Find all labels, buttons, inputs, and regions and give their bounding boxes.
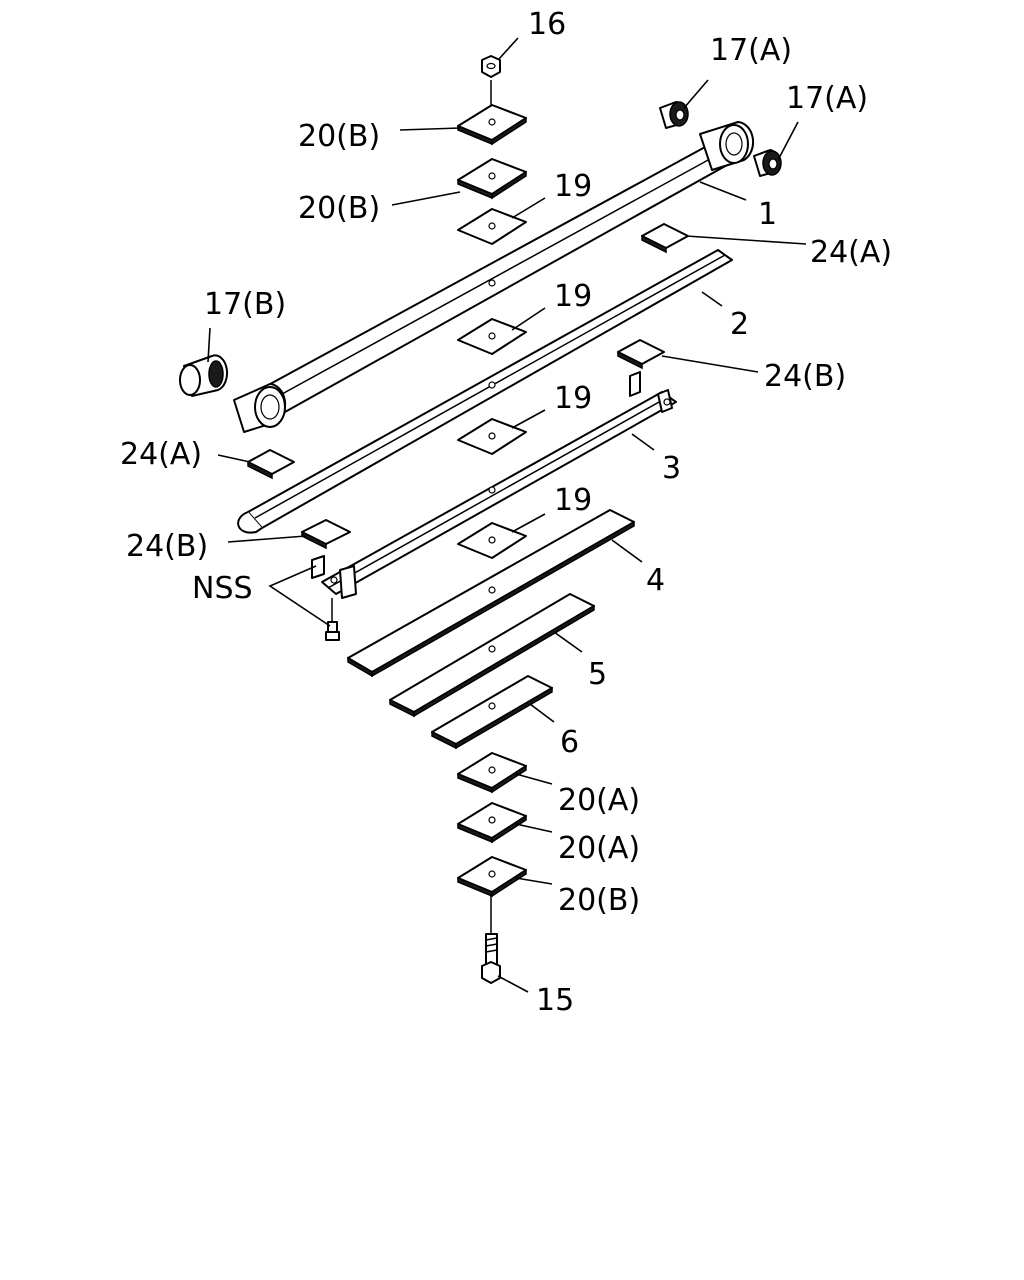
bushing-17a-1 (659, 101, 689, 129)
label-19-4: 19 (554, 483, 592, 518)
leaf-3-clip-right (629, 371, 673, 413)
plate-20a-2 (457, 802, 527, 844)
label-24b-1: 24(B) (764, 359, 846, 394)
callout-labels: 16 17(A) 17(A) 20(B) 20(B) 19 1 24(A) 17… (120, 7, 892, 1018)
pad-24b-right (617, 339, 665, 370)
label-24b-2: 24(B) (126, 529, 208, 564)
label-17a-1: 17(A) (710, 33, 792, 68)
label-1: 1 (758, 197, 777, 232)
leaf-1-eye-right (699, 121, 755, 171)
pad-24a-left (247, 449, 295, 480)
label-4: 4 (646, 563, 665, 598)
leaf-6 (431, 675, 553, 750)
pad-19-3 (457, 418, 527, 455)
center-bolt-15 (481, 933, 501, 984)
label-2: 2 (730, 307, 749, 342)
label-19-2: 19 (554, 279, 592, 314)
label-nss: NSS (192, 571, 253, 606)
leader-lines (207, 37, 807, 993)
pad-24b-left (301, 519, 351, 550)
pad-19-1 (457, 208, 527, 245)
pad-19-4 (457, 522, 527, 559)
label-5: 5 (588, 657, 607, 692)
leaf-3-clip-left (311, 555, 357, 599)
plate-20a-1 (457, 752, 527, 794)
leaf-5 (389, 593, 595, 718)
label-17a-2: 17(A) (786, 81, 868, 116)
leaf-4 (347, 509, 635, 678)
label-20b-3: 20(B) (558, 883, 640, 918)
leaf-3 (321, 391, 677, 595)
plate-20b-top-1 (457, 104, 527, 146)
label-24a-1: 24(A) (810, 235, 892, 270)
label-6: 6 (560, 725, 579, 760)
pad-19-2 (457, 318, 527, 355)
label-24a-2: 24(A) (120, 437, 202, 472)
bushing-17a-2 (753, 149, 782, 177)
label-20b-1: 20(B) (298, 119, 380, 154)
label-20a-1: 20(A) (558, 783, 640, 818)
label-19-3: 19 (554, 381, 592, 416)
nut-16 (481, 55, 501, 78)
leaf-2 (237, 249, 733, 534)
nss-bolt (325, 598, 340, 641)
label-17b: 17(B) (204, 287, 286, 322)
label-16: 16 (528, 7, 566, 42)
plate-20b-bottom (457, 856, 527, 898)
pad-24a-right (641, 223, 689, 254)
bushing-17b (179, 354, 229, 397)
label-3: 3 (662, 451, 681, 486)
label-20b-2: 20(B) (298, 191, 380, 226)
plate-20b-top-2 (457, 158, 527, 200)
leaf-1-eye-left (233, 383, 287, 433)
label-20a-2: 20(A) (558, 831, 640, 866)
label-15: 15 (536, 983, 574, 1018)
label-19-1: 19 (554, 169, 592, 204)
